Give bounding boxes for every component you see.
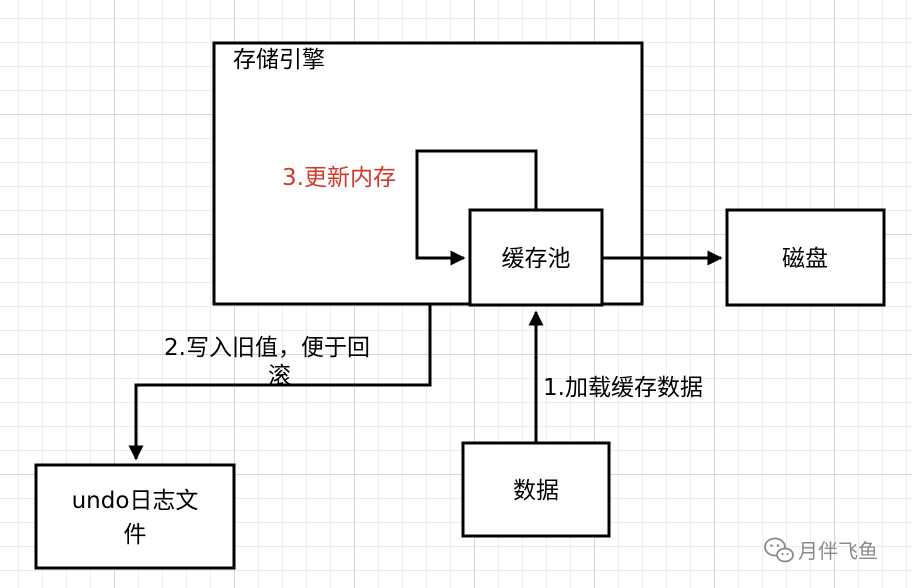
data-box [461,441,611,538]
load-cache-label: 1.加载缓存数据 [543,375,703,401]
write-old-value-label-line2: 滚 [268,363,291,389]
storage-engine-label: 存储引擎 [233,47,325,73]
disk-label: 磁盘 [782,246,828,272]
write-old-value-label-line1: 2.写入旧值，便于回 [164,335,370,361]
buffer-pool-box [468,208,604,307]
data-label: 数据 [513,478,559,504]
disk-box [725,208,886,307]
undo-log-label-line2: 件 [124,522,147,548]
update-memory-arrow [415,149,538,266]
undo-log-label-line1: undo日志文 [72,488,199,514]
wechat-icon [764,537,794,563]
update-memory-label: 3.更新内存 [282,165,396,191]
buffer-pool-label: 缓存池 [502,246,571,272]
undo-log-box [34,463,236,570]
write-old-value-arrow [128,305,432,461]
watermark-text: 月伴飞鱼 [798,539,878,563]
